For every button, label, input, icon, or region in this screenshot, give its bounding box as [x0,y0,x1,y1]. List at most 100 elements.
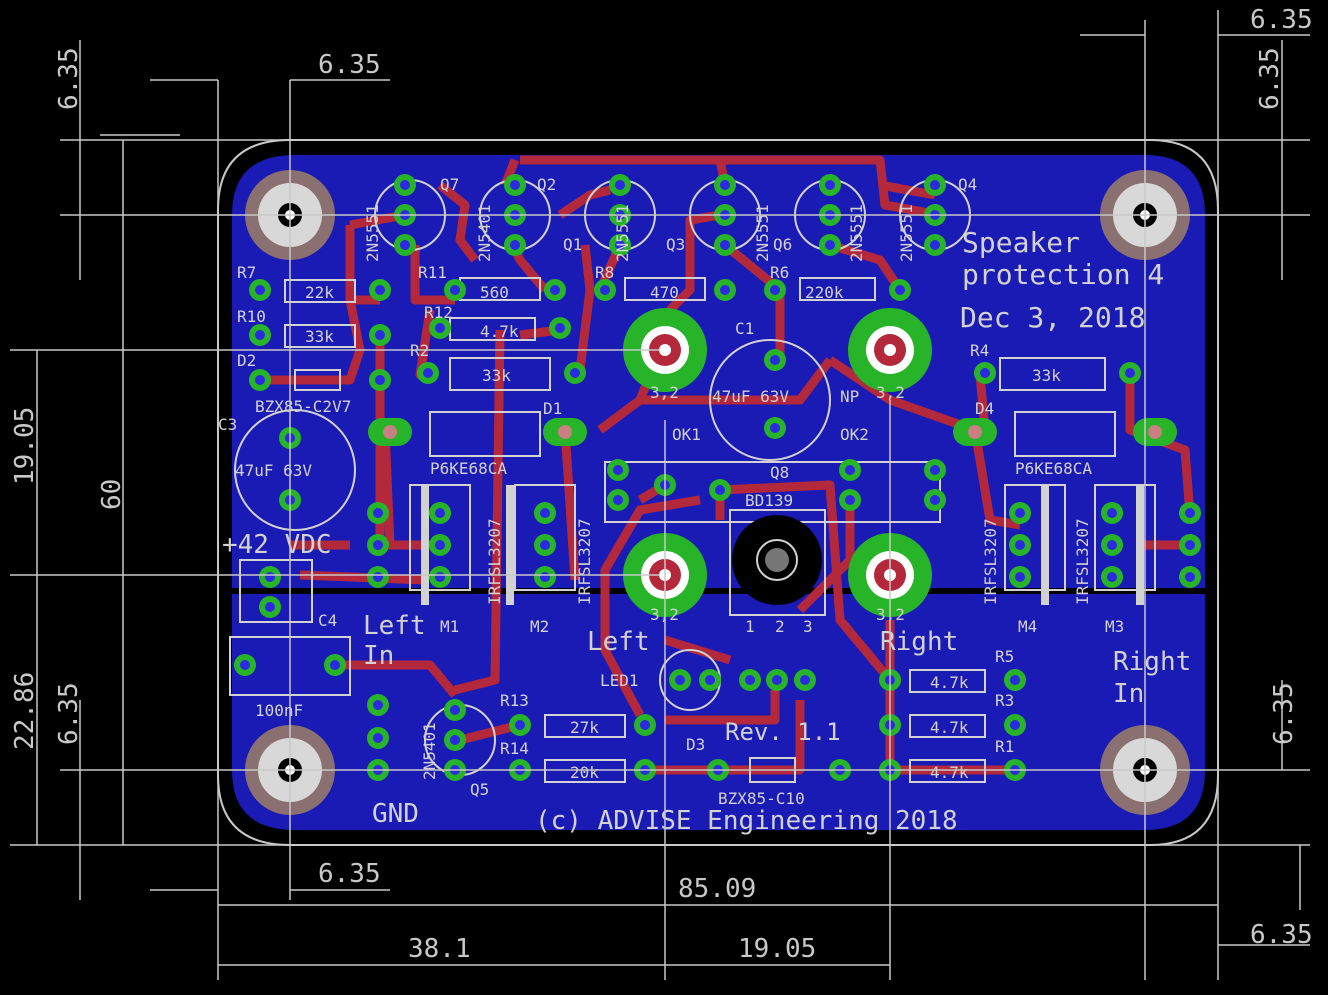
pad-drill [800,675,810,685]
svg-text:47uF 63V: 47uF 63V [235,461,312,480]
pad-drill [600,285,610,295]
pad-drill [558,425,572,439]
pad-drill [373,572,383,582]
dimension-labels: 6.35 6.35 6.35 6.35 19.05 60 22.86 6.35 … [10,5,1313,964]
svg-text:IRFSL3207: IRFSL3207 [485,518,504,605]
svg-text:NP: NP [840,387,859,406]
pad-drill [550,285,560,295]
svg-text:4.7k: 4.7k [930,673,969,692]
title-line1: Speaker [962,226,1080,259]
dimension-lines [10,10,1310,980]
pad-drill [375,285,385,295]
pour-gap [232,588,1207,594]
svg-text:2N5551: 2N5551 [897,204,916,262]
pad-drill [772,675,782,685]
svg-text:R10: R10 [237,307,266,326]
svg-text:6.35: 6.35 [318,859,381,889]
svg-text:Q5: Q5 [470,780,489,799]
svg-text:3,2: 3,2 [650,383,679,402]
svg-text:560: 560 [480,283,509,302]
pad-drill [255,285,265,295]
svg-text:M3: M3 [1105,617,1124,636]
left-out-label: Left [587,627,650,657]
pad-drill [510,180,520,190]
pad-drill [613,465,623,475]
pad-drill [640,720,650,730]
pad-drill [930,495,940,505]
pad-drill [400,240,410,250]
svg-text:2N5401: 2N5401 [420,722,439,780]
pad-drill [510,240,520,250]
svg-text:6.35: 6.35 [1250,5,1313,35]
svg-text:470: 470 [650,283,679,302]
svg-text:BZX85-C2V7: BZX85-C2V7 [255,397,351,416]
pad-drill [705,675,715,685]
svg-text:Q7: Q7 [440,175,459,194]
pad-drill [1015,508,1025,518]
pad-drill [745,675,755,685]
svg-text:6.35: 6.35 [318,50,381,80]
svg-text:19.05: 19.05 [738,934,816,964]
svg-text:100nF: 100nF [255,701,303,720]
pad-drill [450,735,460,745]
svg-text:R5: R5 [995,647,1014,666]
rev-label: Rev. 1.1 [725,718,841,746]
svg-text:60: 60 [97,479,127,510]
svg-text:R12: R12 [424,303,453,322]
pad-drill [615,240,625,250]
svg-text:R8: R8 [595,263,614,282]
svg-text:D4: D4 [975,399,994,418]
title-line2: protection 4 [962,258,1164,291]
pad-drill [375,375,385,385]
svg-text:R6: R6 [770,263,789,282]
pad-drill [265,602,275,612]
pad-drill [845,495,855,505]
svg-text:R3: R3 [995,691,1014,710]
svg-text:85.09: 85.09 [678,874,756,904]
svg-text:4.7k: 4.7k [930,763,969,782]
pad-drill [375,330,385,340]
svg-text:4.7k: 4.7k [930,718,969,737]
pad-drill [1148,425,1162,439]
pad-drill [1107,572,1117,582]
svg-text:R14: R14 [500,739,529,758]
svg-text:6.35: 6.35 [54,47,84,110]
svg-text:Q4: Q4 [958,175,977,194]
pad-drill [1185,508,1195,518]
svg-text:D1: D1 [543,399,562,418]
pad-drill [675,675,685,685]
pad-drill [720,285,730,295]
svg-text:D3: D3 [686,735,705,754]
svg-text:33k: 33k [305,327,334,346]
svg-text:C1: C1 [735,319,754,338]
component-pads [234,174,1201,781]
svg-text:R1: R1 [995,737,1014,756]
pad-drill [980,368,990,378]
pad-drill [373,508,383,518]
svg-text:C4: C4 [318,611,337,630]
pad-drill [423,368,433,378]
svg-text:6.35: 6.35 [54,682,84,745]
svg-text:OK1: OK1 [672,425,701,444]
svg-text:R7: R7 [237,263,256,282]
mosfet-tabs [421,485,1144,605]
pad-drill [540,572,550,582]
svg-text:IRFSL3207: IRFSL3207 [575,518,594,605]
pad-drill [1185,572,1195,582]
svg-text:Q6: Q6 [773,235,792,254]
right-in-label-2: In [1113,679,1144,709]
svg-text:33k: 33k [482,366,511,385]
svg-text:2N5551: 2N5551 [847,204,866,262]
supply-label: +42 VDC [222,530,332,560]
svg-text:IRFSL3207: IRFSL3207 [1073,518,1092,605]
right-out-label: Right [880,627,958,657]
svg-text:27k: 27k [570,718,599,737]
pad-drill [435,323,445,333]
svg-text:1: 1 [745,617,755,636]
pad-drill [400,180,410,190]
svg-text:Q8: Q8 [770,463,789,482]
pad-drill [770,285,780,295]
svg-text:22.86: 22.86 [10,672,40,750]
